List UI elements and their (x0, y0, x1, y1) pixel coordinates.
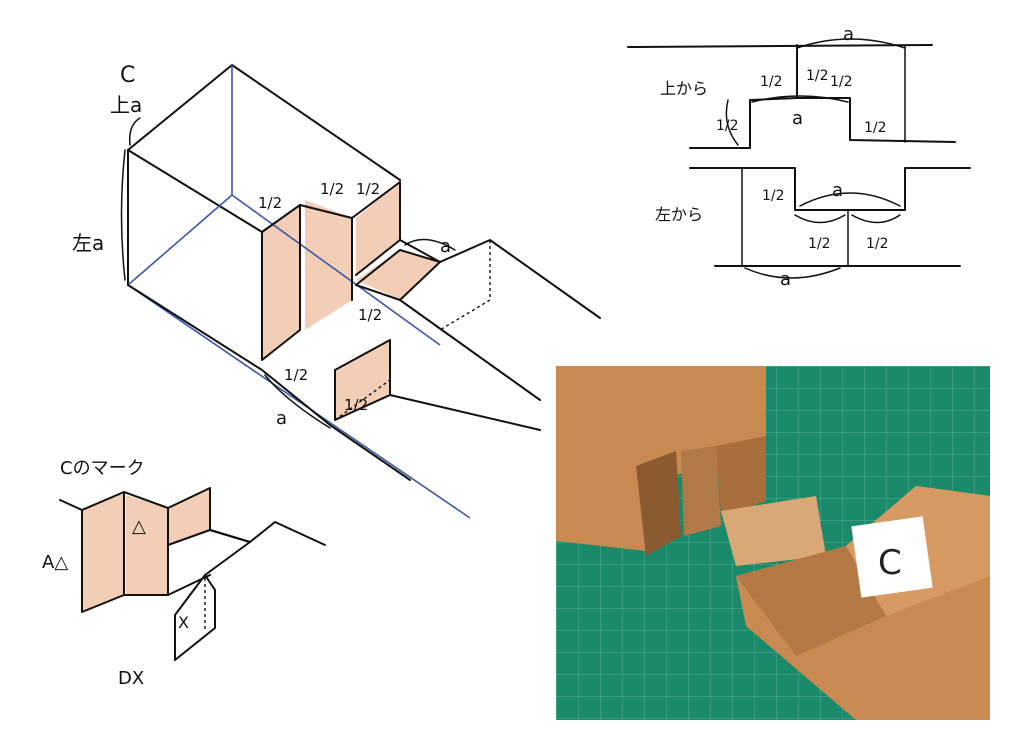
left-view-profile (689, 167, 971, 211)
mark-x: X (178, 613, 189, 632)
hatch-face-5 (335, 340, 390, 420)
label-a-bottom: a (276, 408, 287, 429)
label-half-6: 1/2 (344, 396, 368, 414)
base-edge-2 (329, 424, 411, 481)
left-view-a-mid: a (832, 180, 843, 201)
step-3 (351, 181, 401, 276)
mark-hatch-3 (168, 488, 210, 545)
top-view-upper-line (627, 44, 933, 48)
photo-drawing: C (556, 366, 990, 720)
left-view-dim-half-2 (851, 214, 901, 224)
top-view-half-left: 1/2 (716, 118, 739, 134)
label-half-2: 1/2 (320, 180, 344, 198)
top-view-half-c1: 1/2 (760, 74, 783, 90)
marker-letter: C (878, 543, 902, 583)
mark-hatch-2 (126, 495, 168, 595)
top-dim-arc (128, 117, 141, 146)
hatch-face-4 (356, 250, 440, 300)
top-view-half-right: 1/2 (864, 120, 887, 136)
wood-right-face (736, 546, 886, 656)
mark-triangle: △ (132, 516, 146, 537)
hatch-face-1 (262, 205, 300, 360)
left-view-dim-a (799, 192, 901, 207)
label-half-4: 1/2 (358, 306, 382, 324)
left-dim-arc (120, 149, 126, 281)
top-view-half-c3: 1/2 (830, 74, 853, 90)
left-view-half-b2: 1/2 (866, 236, 889, 252)
top-view-dim-a-mid (751, 95, 849, 103)
beam-lower (389, 394, 541, 431)
mark-dx: DX (118, 668, 144, 689)
mark-hatch-1 (82, 492, 124, 612)
left-view-half-b1: 1/2 (808, 236, 831, 252)
hidden-edge-1 (127, 194, 233, 286)
wood-left-step (716, 436, 766, 516)
left-view-half-left: 1/2 (762, 188, 785, 204)
top-view-label-1: 上から (660, 79, 708, 98)
beam-bottom (399, 299, 541, 401)
hatch-face-3 (356, 182, 400, 275)
block-front-top (127, 149, 263, 233)
label-half-1: 1/2 (258, 194, 282, 212)
mark-tail (249, 521, 326, 546)
mark-step (167, 529, 251, 576)
top-view-a-top: a (843, 24, 854, 45)
step-1 (261, 204, 301, 361)
wood-tenon (721, 496, 826, 566)
beam-dashed-end (439, 240, 491, 331)
left-view-label: 左から (655, 205, 703, 224)
top-view-half-c2: 1/2 (806, 68, 829, 84)
block-front-bottom (127, 284, 263, 371)
hidden-edge-4 (127, 284, 471, 519)
top-view-a-mid: a (792, 108, 803, 129)
base-edge (261, 369, 331, 426)
label-a-right: a (440, 236, 451, 257)
bottom-dim-arc (264, 374, 331, 429)
top-view-dim-left (725, 99, 739, 146)
label-left-a: 左a (72, 231, 104, 255)
left-view-a-bottom: a (780, 269, 791, 290)
mark-title: Cのマーク (60, 458, 145, 479)
label-c: C (120, 63, 135, 88)
marker-label (851, 516, 933, 598)
wood-left-endgrain (636, 451, 681, 556)
wood-left-slot (681, 446, 721, 536)
label-half-3: 1/2 (356, 180, 380, 198)
left-view-dim-half-1 (794, 214, 846, 224)
right-dim-arc (404, 238, 456, 251)
wood-joint-photo: C (556, 366, 990, 720)
left-view-dim-a-bottom (744, 267, 841, 279)
top-view-dim-a-top (796, 38, 906, 49)
label-half-5: 1/2 (284, 366, 308, 384)
step-5-dashed (334, 379, 391, 421)
hidden-edge-3 (231, 194, 441, 346)
mark-lower (174, 574, 216, 661)
mark-a-triangle: A△ (42, 552, 68, 573)
label-top-a: 上a (110, 93, 142, 117)
